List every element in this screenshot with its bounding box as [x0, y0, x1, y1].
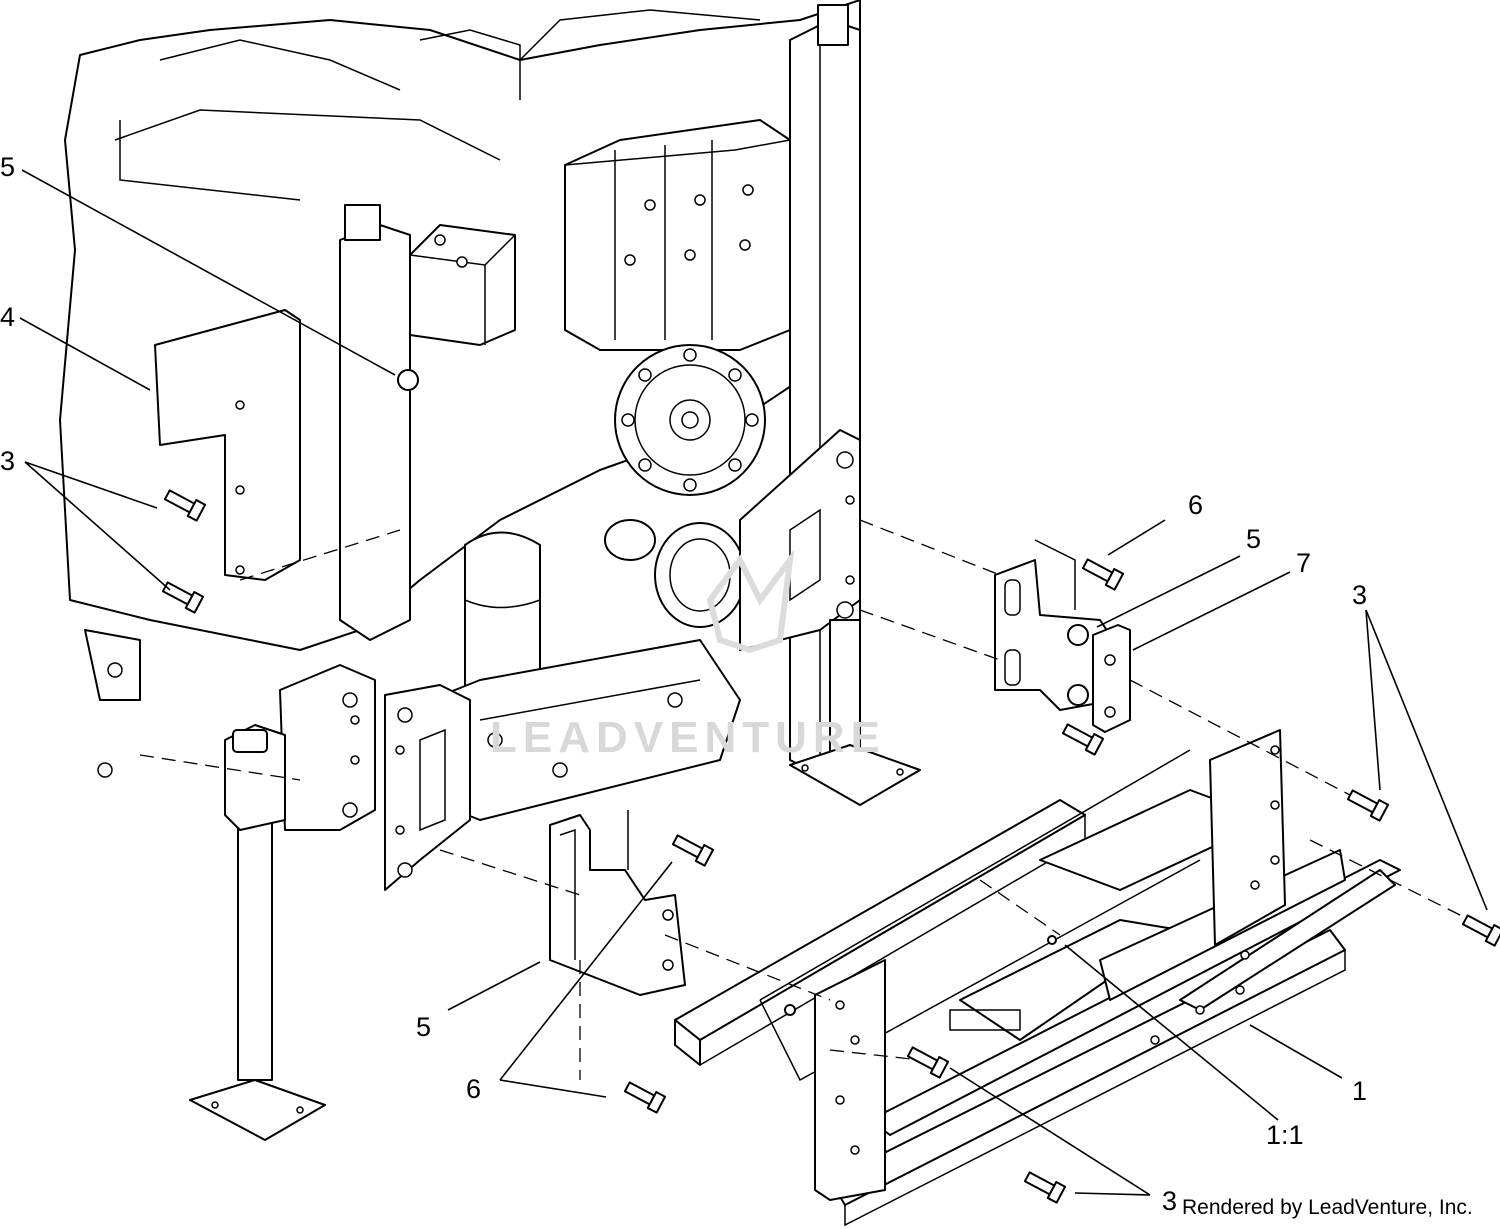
- watermark: LEADVENTURE: [490, 549, 886, 762]
- callout-label: 3: [1352, 580, 1367, 610]
- callout-label: 5: [0, 152, 15, 182]
- right-machine-plate: [739, 429, 861, 651]
- nut-icon: [397, 369, 419, 391]
- callout-label: 5: [416, 1012, 431, 1042]
- callout-label: 6: [466, 1074, 481, 1104]
- bolt-icon: [163, 489, 207, 522]
- callout-label: 1: [1352, 1076, 1367, 1106]
- callouts: 5 4 3 6 5 7 3 5 6 1 1:1 3: [0, 152, 1367, 1216]
- alignment-lines: [139, 519, 1481, 1080]
- left-machine-plates: [84, 629, 471, 891]
- leader-lines: [19, 169, 1488, 1196]
- solenoid-box: [409, 224, 516, 346]
- main-frame: [674, 749, 1401, 1227]
- right-stand: [789, 619, 921, 806]
- bolt-icon: [671, 834, 715, 867]
- bolt-icon: [1023, 1171, 1067, 1204]
- bolt-icon: [906, 1046, 950, 1079]
- watermark-text: LEADVENTURE: [490, 713, 886, 762]
- left-side-bracket: [154, 309, 301, 581]
- bolt-icon: [1081, 558, 1125, 591]
- bolt-icon: [1346, 789, 1390, 822]
- callout-label: 1:1: [1266, 1120, 1304, 1150]
- callout-label: 3: [0, 446, 15, 476]
- bolt-icon: [623, 1081, 667, 1114]
- bolts: [161, 369, 1500, 1204]
- bolt-icon: [1461, 914, 1500, 947]
- callout-label: 6: [1188, 490, 1203, 520]
- filter-canisters: [464, 519, 746, 711]
- left-stand: [189, 724, 326, 1141]
- frame-uprights: [814, 729, 1286, 1201]
- nut-icon: [1047, 935, 1057, 945]
- callout-label: 7: [1296, 548, 1311, 578]
- callout-label: 3: [1162, 1186, 1177, 1216]
- bolt-icon: [1061, 723, 1105, 756]
- valve-block: [564, 119, 791, 351]
- bolt-icon: [161, 581, 205, 614]
- callout-label: 4: [0, 302, 15, 332]
- nut-icon: [784, 1004, 796, 1016]
- pump-wheel: [614, 344, 766, 496]
- right-mount-bracket: [994, 539, 1131, 733]
- callout-label: 5: [1246, 524, 1261, 554]
- left-mount-bracket: [549, 810, 686, 996]
- render-credit: Rendered by LeadVenture, Inc.: [1182, 1196, 1473, 1219]
